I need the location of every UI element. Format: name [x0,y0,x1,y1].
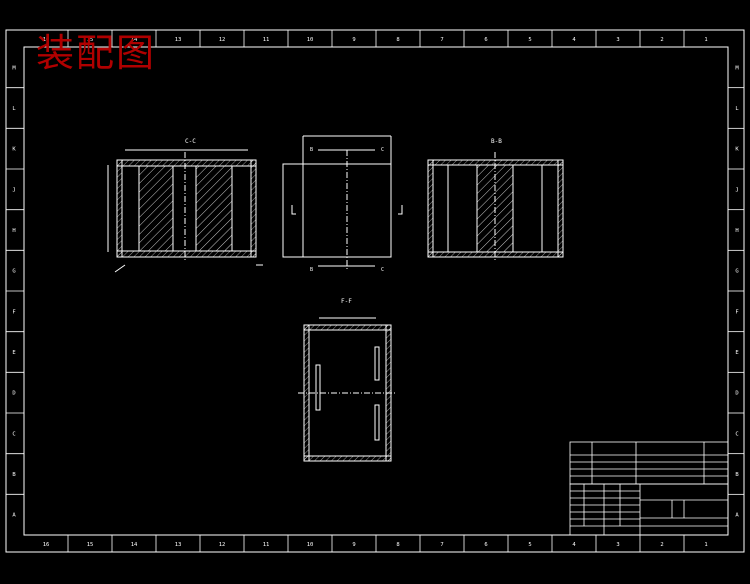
zone-label-top: 11 [263,37,270,43]
zone-label-bottom: 8 [396,542,399,548]
view-bb-section: B-B [427,138,564,262]
zone-label-top: 4 [572,37,576,43]
zone-label-right: M [735,65,739,71]
zone-label-right: K [735,147,739,153]
zone-label-bottom: 12 [219,542,226,548]
section-mark-b-bottom: B [310,267,313,273]
view-cc-label: C-C [185,138,196,145]
zone-label-left: D [12,391,15,397]
zone-label-left: C [12,431,15,437]
zone-label-left: J [12,187,15,193]
zone-label-right: E [735,350,738,356]
zone-label-left: K [12,147,16,153]
drawing-title: 装配图 [36,31,157,75]
zone-label-bottom: 14 [131,542,138,548]
zone-label-bottom: 16 [43,542,50,548]
zone-label-left: H [12,228,15,234]
zone-label-left: B [12,472,16,478]
zone-label-top: 2 [660,37,663,43]
view-ff-label: F-F [341,298,352,305]
zone-label-right: G [735,269,738,275]
zone-label-bottom: 13 [175,542,182,548]
zone-label-left: M [12,65,16,71]
zone-label-top: 16 [43,37,50,43]
zone-label-bottom: 5 [528,542,531,548]
zone-label-top: 3 [616,37,619,43]
zone-labels-left: M L K J H G F E D C B A [6,65,24,519]
zone-label-bottom: 1 [704,542,707,548]
zone-label-bottom: 10 [307,542,314,548]
zone-label-right: J [735,187,738,193]
zone-label-bottom: 15 [87,542,94,548]
zone-label-right: D [735,391,738,397]
zone-label-top: 9 [352,37,355,43]
view-cc-section: C-C [107,138,263,273]
zone-label-left: G [12,269,15,275]
zone-label-right: A [735,513,739,519]
zone-label-top: 7 [440,37,443,43]
zone-label-left: A [12,513,16,519]
zone-label-left: E [12,350,15,356]
parts-list-and-title-block [569,441,729,536]
view-side: B C B C [282,135,403,273]
zone-label-right: C [735,431,738,437]
zone-label-top: 14 [131,37,138,43]
zone-label-right: B [735,472,739,478]
zone-label-right: F [735,309,738,315]
zone-label-bottom: 11 [263,542,270,548]
zone-label-bottom: 4 [572,542,576,548]
zone-label-top: 6 [484,37,487,43]
zone-label-bottom: 6 [484,542,487,548]
section-mark-b-top: B [310,147,313,153]
zone-label-left: F [12,309,15,315]
view-ff-section: F-F [298,298,397,462]
zone-label-bottom: 2 [660,542,663,548]
zone-label-bottom: 7 [440,542,443,548]
zone-label-bottom: 9 [352,542,355,548]
view-bb-label: B-B [491,138,502,145]
section-mark-c-top: C [381,147,384,153]
zone-labels-bottom: 16 15 14 13 12 11 10 9 8 7 6 5 4 3 2 1 [43,535,708,552]
zone-label-top: 13 [175,37,182,43]
zone-label-top: 1 [704,37,707,43]
zone-label-right: H [735,228,738,234]
zone-labels-top: 16 15 14 13 12 11 10 9 8 7 6 5 4 3 2 1 [43,30,708,47]
zone-label-bottom: 3 [616,542,619,548]
section-mark-c-bottom: C [381,267,384,273]
zone-label-right: L [735,106,739,112]
zone-label-top: 8 [396,37,399,43]
outer-border [5,29,745,553]
zone-label-top: 12 [219,37,226,43]
zone-labels-right: M L K J H G F E D C B A [728,65,744,519]
zone-label-top: 5 [528,37,531,43]
zone-label-top: 10 [307,37,314,43]
zone-label-top: 15 [87,37,94,43]
zone-label-left: L [12,106,16,112]
